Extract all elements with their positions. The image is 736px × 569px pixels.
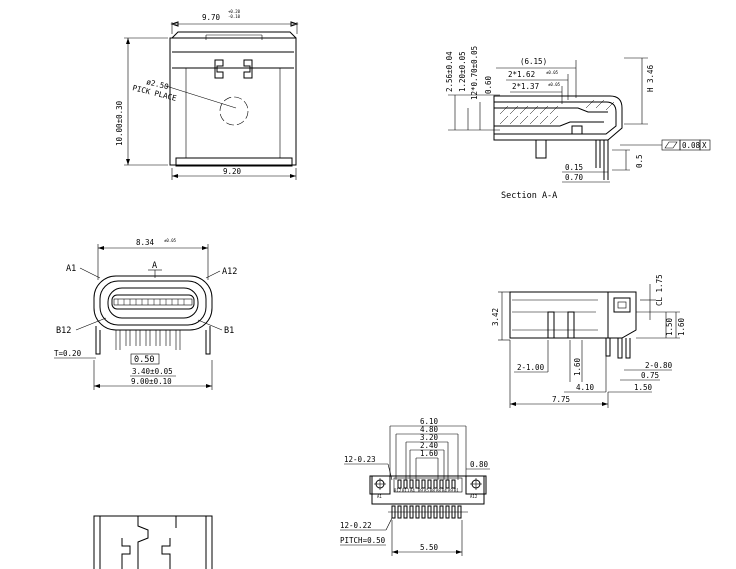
fp-pad-label: A8 — [436, 488, 441, 493]
fp-pad-label: B12 — [394, 488, 402, 493]
sec-dim-0-70: 0.70 — [565, 173, 584, 182]
sec-dim-12x: 12*0.70±0.05 — [470, 46, 479, 100]
fp-dim-6-10: 6.10 — [420, 417, 439, 426]
sec-dim-0-5: 0.5 — [635, 154, 644, 168]
fp-pad-label: A1 — [377, 494, 382, 499]
front-label-a12: A12 — [222, 267, 237, 277]
front-section-mark: A — [152, 261, 157, 271]
fp-pad-label: B9 — [418, 488, 423, 493]
front-label-b1: B1 — [224, 326, 234, 336]
fp-pad-label: B11 — [402, 488, 410, 493]
sec-dim-2-56: 2.56±0.04 — [445, 51, 454, 92]
fp-dim-1-60: 1.60 — [420, 449, 439, 458]
sec-dim-0-60: 0.60 — [484, 75, 493, 94]
section-view: 2.56±0.04 1.20±0.05 12*0.70±0.05 0.60 (6… — [445, 46, 711, 201]
top-width-dim: 9.70 — [202, 13, 221, 22]
top-width-tol-upper: +0.20 — [228, 9, 241, 14]
side-dim-1-50: 1.50 — [665, 317, 674, 336]
sec-dim-1-20: 1.20±0.05 — [458, 51, 467, 92]
fp-dim-12-023: 12-0.23 — [344, 455, 376, 464]
fp-dim-0-80: 0.80 — [470, 460, 489, 469]
front-t-label: T=0.20 — [54, 349, 82, 358]
front-dim-9-00: 9.00±0.10 — [131, 377, 172, 386]
fp-pad-label: A5 — [424, 488, 429, 493]
front-view: 8.34 ±0.05 A — [54, 238, 237, 390]
fp-dim-5-50: 5.50 — [420, 543, 439, 552]
side-dim-2-100: 2-1.00 — [517, 363, 545, 372]
fp-dim-2-40: 2.40 — [420, 441, 439, 450]
fp-pad-label: A12 — [470, 494, 478, 499]
side-dim-1-60-right: 1.60 — [677, 317, 686, 336]
fp-pitch: PITCH=0.50 — [340, 536, 386, 545]
sec-dim-0-15: 0.15 — [565, 163, 583, 172]
fp-dim-3-20: 3.20 — [420, 433, 439, 442]
front-dim-8-34-tol: ±0.05 — [164, 238, 177, 243]
bottom-partial-view — [93, 515, 213, 569]
fp-pad-label: B4 — [442, 488, 447, 493]
side-view: 3.42 CL 1.75 1.50 1.60 2-1.00 1.60 2-0 — [491, 274, 686, 408]
front-dim-8-34: 8.34 — [136, 238, 155, 247]
side-dim-2-080: 2-0.80 — [645, 361, 673, 370]
side-dim-1-50-bottom: 1.50 — [634, 383, 653, 392]
side-dim-0-75: 0.75 — [641, 371, 659, 380]
side-dim-3-42: 3.42 — [491, 308, 500, 326]
sec-dim-2x162: 2*1.62 — [508, 70, 535, 79]
top-base-width: 9.20 — [223, 167, 242, 176]
sec-dim-2x137-tol: ±0.05 — [548, 82, 561, 87]
top-width-tol-lower: -0.10 — [228, 14, 241, 19]
front-label-b12: B12 — [56, 326, 71, 336]
top-view: 9.70 +0.20 -0.10 ø2.50 PICK PLACE 10.00±… — [115, 9, 299, 180]
front-dim-0-50: 0.50 — [134, 355, 154, 365]
fp-dim-12-022: 12-0.22 — [340, 521, 372, 530]
side-dim-7-75: 7.75 — [552, 395, 570, 404]
sec-dim-h346: H 3.46 — [646, 64, 655, 92]
side-dim-4-10: 4.10 — [576, 383, 595, 392]
front-label-a1: A1 — [66, 264, 76, 274]
front-dim-3-40: 3.40±0.05 — [132, 367, 173, 376]
fp-dim-4-80: 4.80 — [420, 425, 439, 434]
side-dim-cl: CL 1.75 — [655, 274, 664, 306]
sec-datum: X — [702, 141, 707, 150]
footprint-view: 6.10 4.80 3.20 2.40 1.60 12-0.23 0.80 — [340, 417, 490, 556]
fp-pad-label: A9 — [448, 488, 453, 493]
fp-pad-label: B1 — [454, 488, 459, 493]
section-title: Section A-A — [501, 191, 557, 201]
sec-dim-2x162-tol: ±0.05 — [546, 70, 559, 75]
top-height-dim: 10.00±0.30 — [115, 100, 124, 146]
side-dim-1-60: 1.60 — [573, 357, 582, 376]
sec-dim-6-15: (6.15) — [520, 57, 547, 66]
fp-pad-label: B8 — [430, 488, 435, 493]
sec-flatness: 0.08 — [682, 141, 701, 150]
fp-pad-label: A4 — [410, 488, 415, 493]
sec-dim-2x137: 2*1.37 — [512, 82, 539, 91]
